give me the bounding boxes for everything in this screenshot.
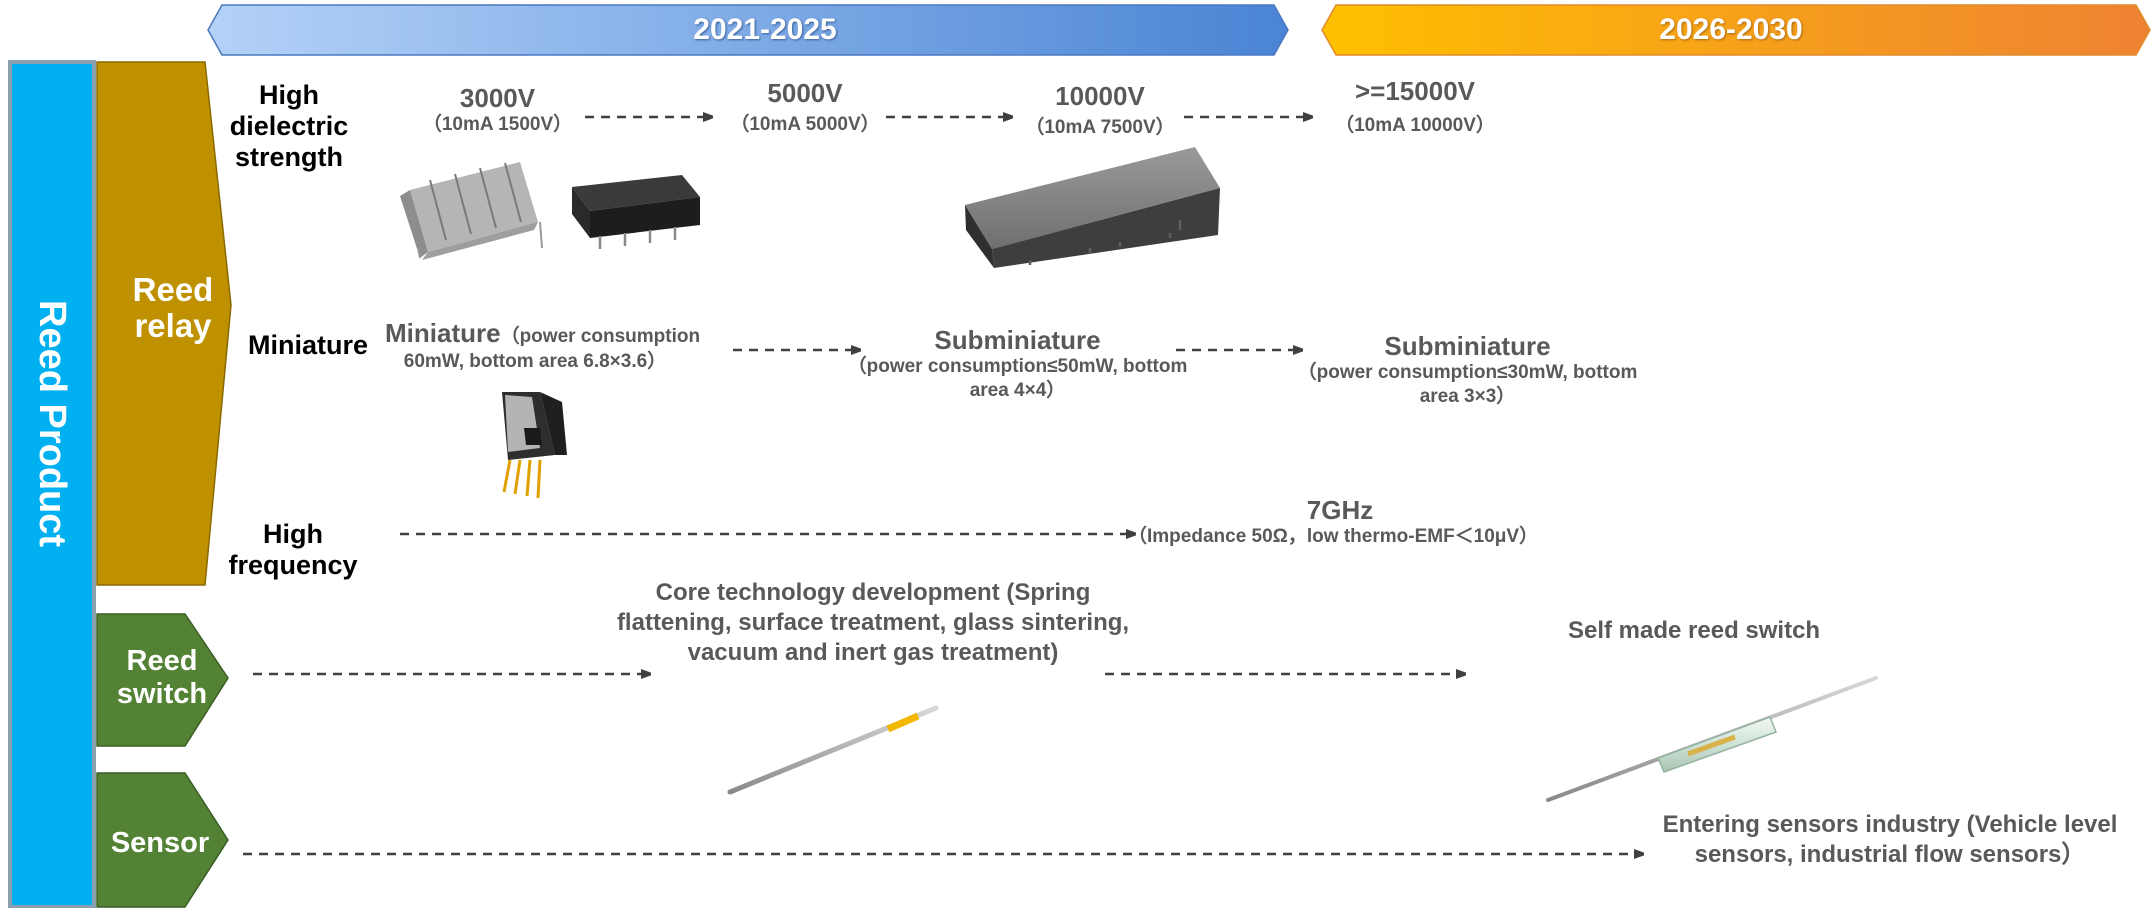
miniature-step-2-detail: （power consumption≤50mW, bottom area 4×4… <box>847 356 1188 401</box>
dielectric-step-3-detail: （10mA 7500V） <box>1025 117 1175 138</box>
dielectric-step-2-title: 5000V <box>767 78 843 108</box>
reed-switch-finished-image <box>1546 676 1878 802</box>
relay-miniature-image <box>502 392 567 499</box>
reed-relay-shape <box>96 61 232 586</box>
dielectric-step-1: 3000V （10mA 1500V） <box>400 83 595 137</box>
miniature-step-1-detail-1: （power consumption <box>500 326 701 347</box>
miniature-step-2: Subminiature （power consumption≤50mW, bo… <box>840 325 1195 403</box>
dielectric-step-4-detail: （10mA 10000V） <box>1335 115 1495 136</box>
dielectric-step-4-title: >=15000V <box>1354 76 1475 106</box>
dielectric-step-2-detail: （10mA 5000V） <box>730 114 880 135</box>
relay-10000v-image <box>965 147 1220 268</box>
dielectric-step-1-title: 3000V <box>459 83 536 113</box>
period-2-label: 2026-2030 <box>1659 13 1803 46</box>
period-banner-2026-2030 <box>1321 4 2151 56</box>
row-label-dielectric: High dielectric strength <box>229 80 349 172</box>
miniature-step-3-detail: （power consumption≤30mW, bottom area 3×3… <box>1297 362 1638 407</box>
reed-product-bar <box>8 60 96 908</box>
self-made-reed-switch-text: Self made reed switch <box>1568 617 1821 644</box>
period-banner-2021-2025 <box>207 4 1289 56</box>
reed-product-label: Reed Product <box>31 300 73 548</box>
reed-switch-label: Reed switch <box>116 645 208 710</box>
miniature-step-1-detail-2: 60mW, bottom area 6.8×3.6） <box>403 351 667 372</box>
relay-black-image <box>572 175 700 249</box>
core-technology-text: Core technology development (Spring flat… <box>616 579 1130 666</box>
dielectric-step-4: >=15000V （10mA 10000V） <box>1320 76 1510 138</box>
reed-switch-shape <box>96 613 229 747</box>
frequency-detail: （Impedance 50Ω，low thermo-EMF＜10μV） <box>1128 526 1539 547</box>
miniature-step-1: Miniature（power consumption <box>385 318 700 349</box>
frequency-title: 7GHz <box>1306 495 1374 525</box>
reed-product-label-wrap: Reed Product <box>12 300 92 640</box>
entering-sensors-text: Entering sensors industry (Vehicle level… <box>1662 811 2118 868</box>
period-1-label: 2021-2025 <box>693 13 837 46</box>
miniature-step-1-title: Miniature <box>385 318 501 348</box>
dielectric-step-3: 10000V （10mA 7500V） <box>1010 81 1190 140</box>
reed-relay-label: Reed relay <box>132 271 214 344</box>
dielectric-step-2: 5000V （10mA 5000V） <box>715 78 895 137</box>
miniature-step-3-title: Subminiature <box>1384 331 1551 361</box>
row-label-frequency: High frequency <box>228 519 358 580</box>
dielectric-step-1-detail: （10mA 1500V） <box>422 114 573 135</box>
dielectric-step-3-title: 10000V <box>1055 81 1145 111</box>
miniature-step-3: Subminiature （power consumption≤30mW, bo… <box>1290 331 1645 409</box>
sensor-label: Sensor <box>110 827 210 859</box>
miniature-step-2-title: Subminiature <box>934 325 1101 355</box>
row-label-miniature: Miniature <box>248 330 369 360</box>
reed-switch-raw-image <box>727 705 939 795</box>
relay-3000v-gray-image <box>400 162 543 260</box>
sensor-shape <box>96 772 229 908</box>
